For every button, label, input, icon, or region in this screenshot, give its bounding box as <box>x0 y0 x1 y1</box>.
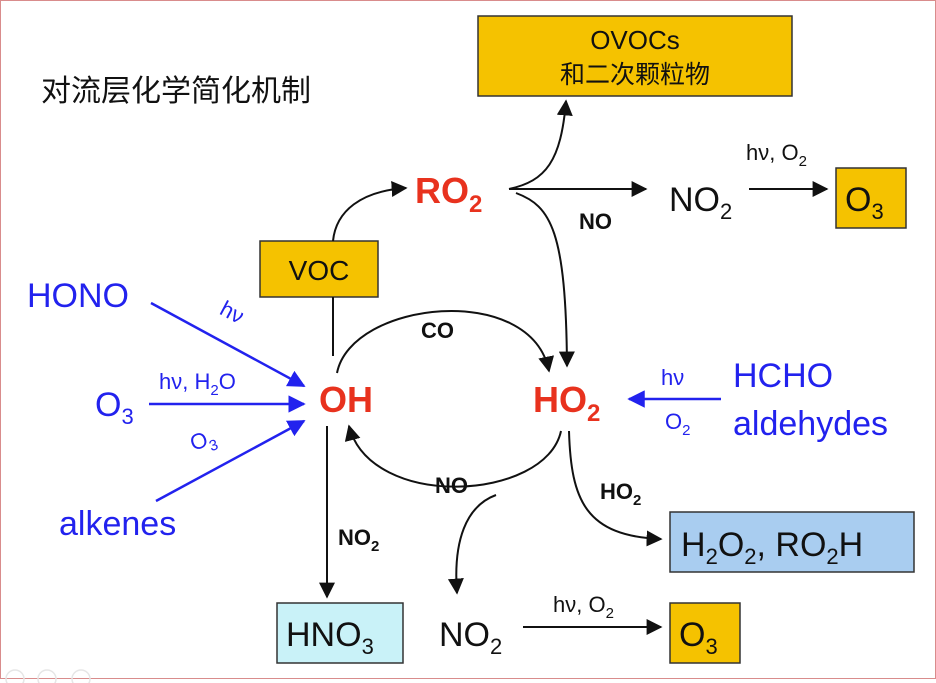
oh-species: OH <box>319 379 373 420</box>
hv-o2-label-bottom: hν, O2 <box>553 592 614 622</box>
hv-h2o-label: hν, H2O <box>159 369 236 399</box>
no-label-ro2-ho2: NO <box>579 209 612 234</box>
no2-label-hno3: NO2 <box>338 525 379 555</box>
decorative-circles <box>5 669 91 683</box>
arrow-voc-ro2 <box>332 180 408 242</box>
o3-bottom-label: O3 <box>679 616 718 659</box>
o3-top-box <box>835 167 907 229</box>
o3-left-species: O3 <box>95 386 134 429</box>
arrow-hono-oh <box>150 301 306 388</box>
ovocs-label: OVOCs <box>590 25 680 55</box>
o3-bottom-box <box>669 602 741 664</box>
ho2-species: HO2 <box>533 379 600 427</box>
alkenes-species: alkenes <box>59 505 176 543</box>
voc-label: VOC <box>289 255 350 286</box>
hcho-species: HCHO <box>733 357 833 395</box>
hv-label-hcho: hν <box>661 365 684 390</box>
arrow-ro2-ho2 <box>515 192 575 368</box>
no2-top-species: NO2 <box>669 181 732 224</box>
o3-label-alkenes: O3 <box>187 424 220 460</box>
aldehydes-species: aldehydes <box>733 405 888 443</box>
arrow-cycle-no2-bottom <box>447 494 497 595</box>
arrow-alkenes-oh <box>155 419 306 503</box>
ho2-label-peroxides: HO2 <box>600 479 641 509</box>
arrow-oh-ho2-co <box>336 309 554 374</box>
hv-o2-label-top: hν, O2 <box>746 140 807 170</box>
diagram-title: 对流层化学简化机制 <box>41 74 311 109</box>
arrow-ro2-ovocs <box>508 99 573 190</box>
ro2-species: RO2 <box>415 170 482 218</box>
peroxides-box <box>669 511 915 573</box>
peroxides-label: H2O2, RO2H <box>681 526 863 569</box>
hno3-box <box>276 602 404 664</box>
secondary-particles-label: 和二次颗粒物 <box>560 60 710 89</box>
hono-species: HONO <box>27 277 129 315</box>
o2-label-hcho: O2 <box>665 409 690 439</box>
hv-label-hono: hν <box>216 296 248 329</box>
arrow-ho2-oh-no <box>344 424 562 488</box>
voc-box <box>259 240 379 298</box>
o3-top-label: O3 <box>845 181 884 224</box>
ovocs-box <box>477 15 793 97</box>
no2-bottom-species: NO2 <box>439 616 502 659</box>
arrow-ho2-peroxides <box>568 430 663 547</box>
hno3-label: HNO3 <box>286 616 374 659</box>
co-label: CO <box>421 318 454 343</box>
